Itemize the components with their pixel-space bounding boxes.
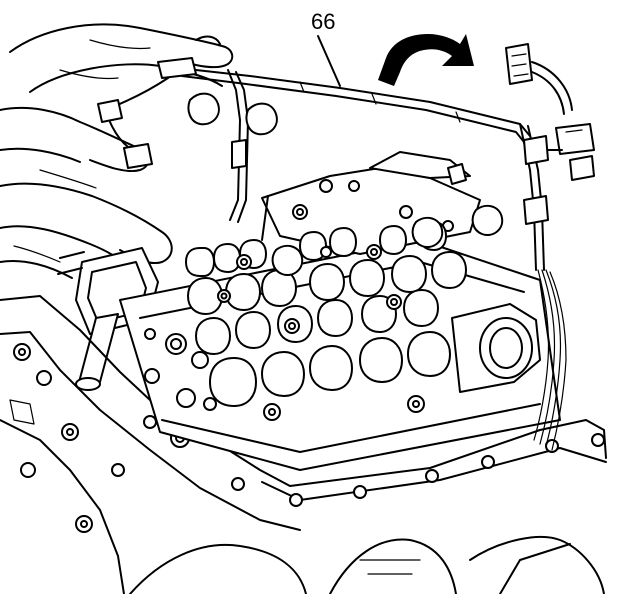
solenoid-block <box>261 151 481 255</box>
harness-connector-right <box>505 43 595 181</box>
solenoid-connectors <box>187 92 504 276</box>
callout-number: 66 <box>311 9 336 34</box>
curved-arrow-icon <box>378 34 474 86</box>
hand-middle <box>0 106 173 264</box>
accumulator-housing <box>451 303 541 393</box>
harness-connector-left <box>97 57 197 169</box>
wiring-harness <box>177 67 567 451</box>
transmission-case <box>0 295 607 594</box>
tool-handle <box>75 313 119 391</box>
hand-upper <box>9 23 234 93</box>
case-bolts <box>9 343 605 533</box>
callout-leader-line <box>317 35 341 87</box>
spool-row-2 <box>187 251 467 315</box>
spool-row-4 <box>209 331 451 407</box>
